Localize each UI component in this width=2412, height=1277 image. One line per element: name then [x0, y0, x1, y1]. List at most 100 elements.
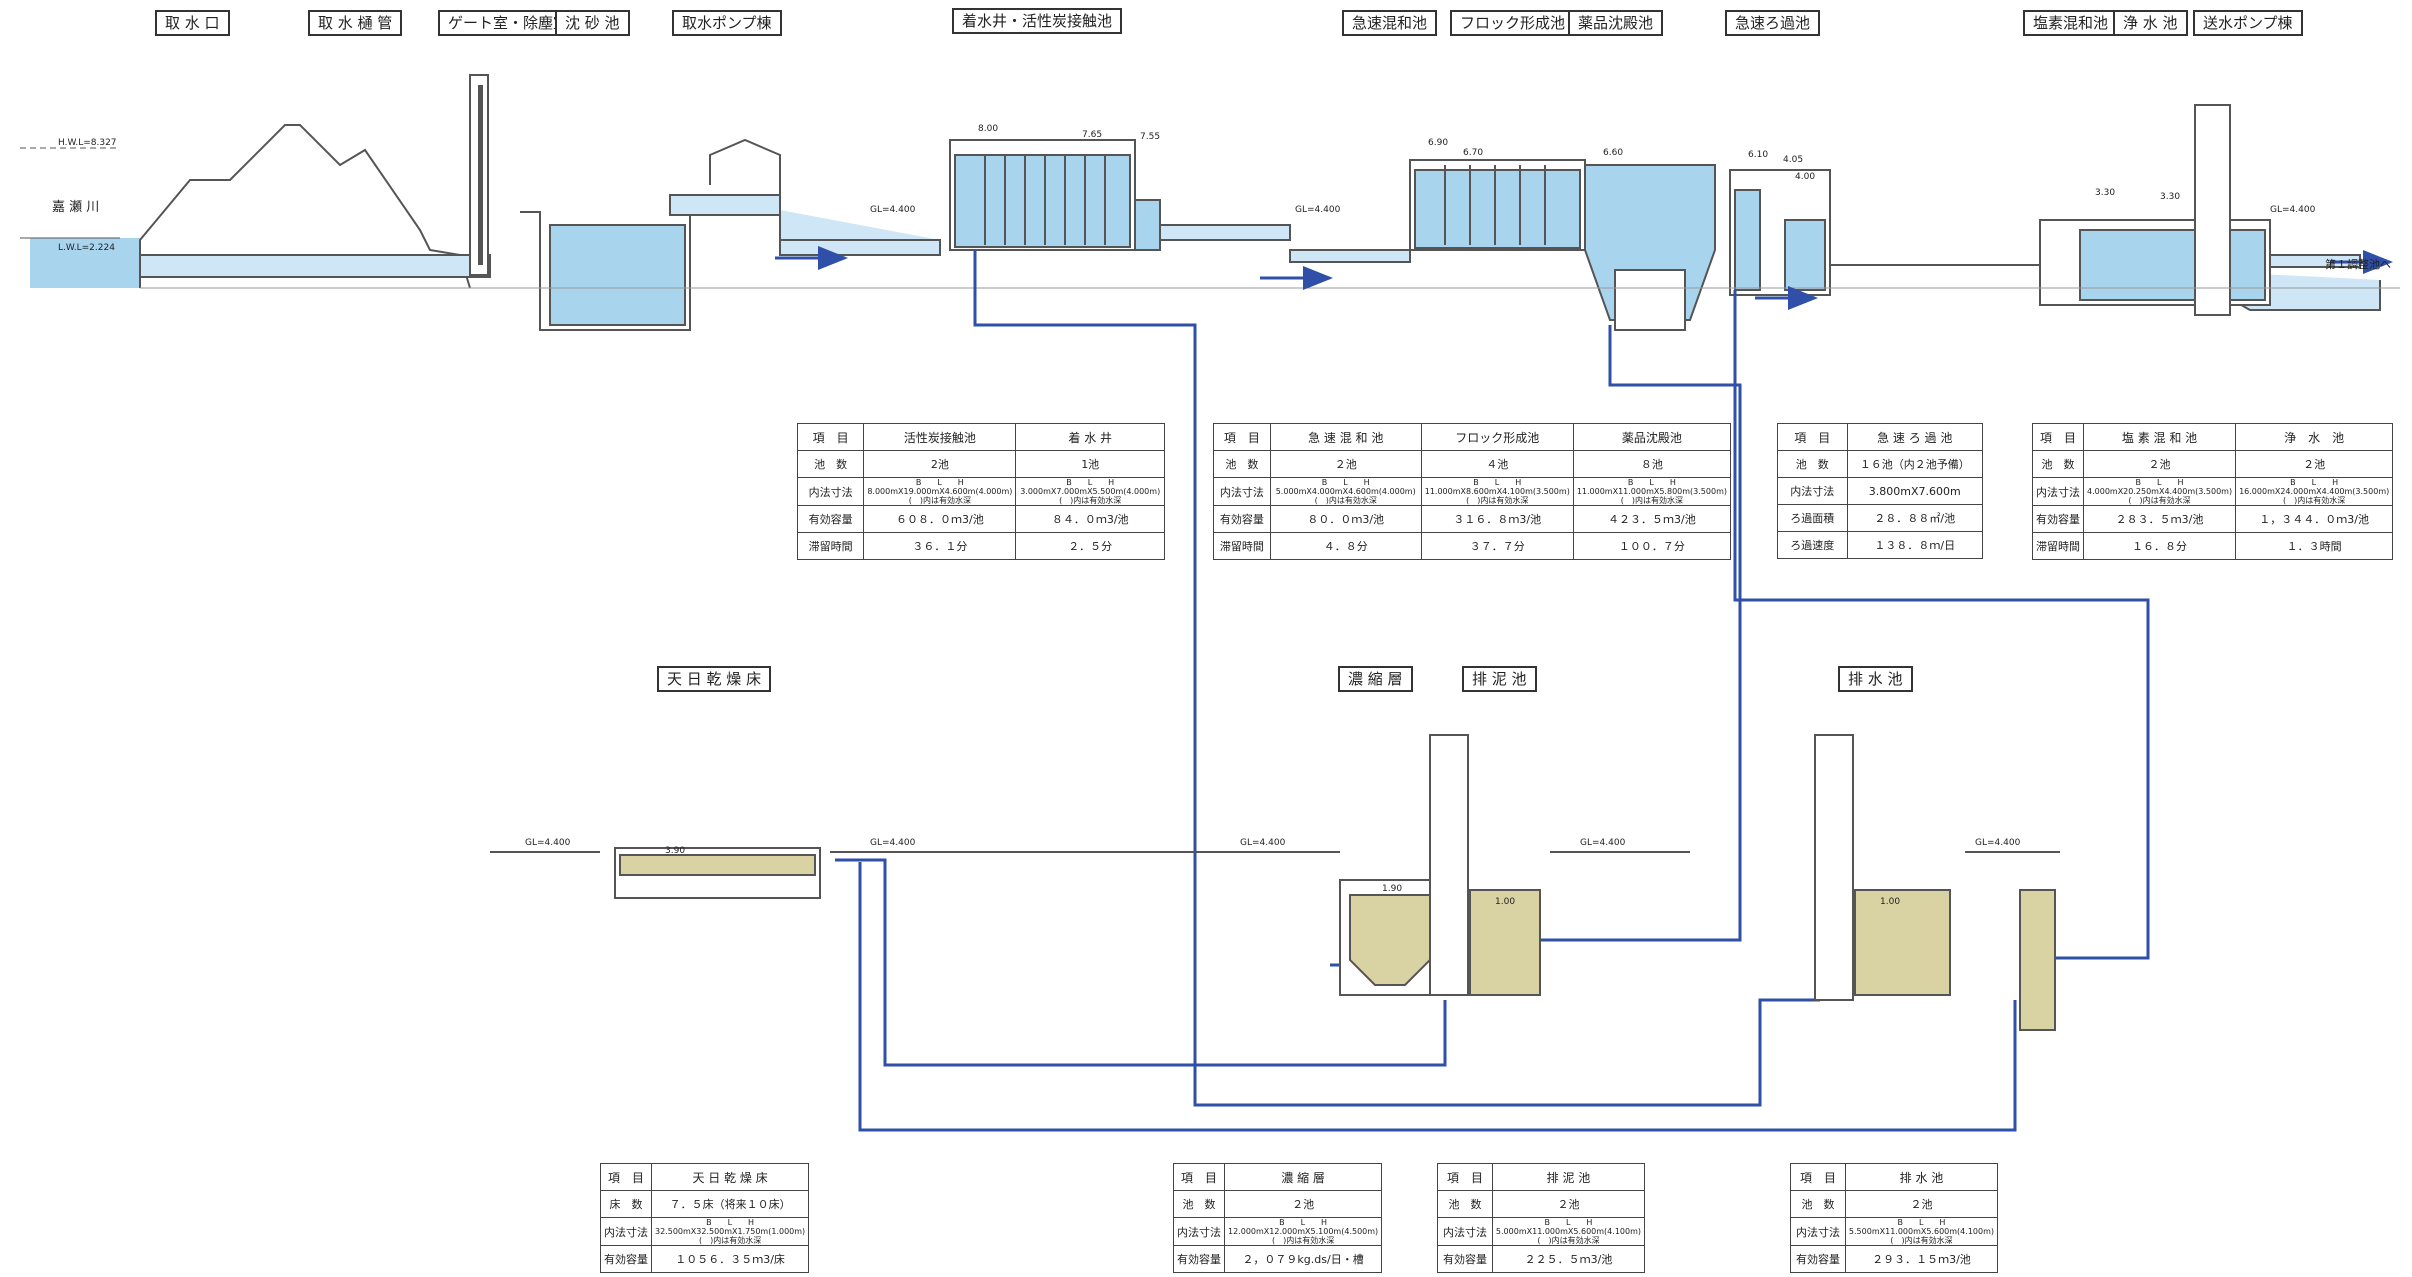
label-rapid-mixing: 急速混和池 — [1342, 10, 1438, 36]
levee — [139, 124, 471, 289]
table-cell: 薬品沈殿池 — [1572, 423, 1732, 451]
table-cell: ３７．７分 — [1420, 532, 1574, 560]
row-label-cell: 項 目 — [600, 1163, 652, 1191]
table-cell: １３８．８ｍ/日 — [1846, 531, 1983, 559]
upper-process-profile — [20, 74, 2400, 331]
table-cell: B L H 4.000mX20.250mX4.400m(3.500m) ( )内… — [2082, 477, 2237, 506]
table-cell: B L H 3.000mX7.000mX5.500m(4.000m) ( )内は… — [1015, 477, 1165, 506]
table-cell: 活性炭接触池 — [863, 423, 1017, 451]
table-cell: 排 泥 池 — [1491, 1163, 1646, 1191]
row-label-cell: 有効容量 — [2032, 505, 2084, 533]
table-cell: 浄 水 池 — [2235, 423, 2394, 451]
row-label-cell: 池 数 — [1790, 1190, 1846, 1218]
intake-conduit — [139, 254, 491, 278]
row-label-cell: 有効容量 — [1173, 1245, 1225, 1273]
gl-label: GL=4.400 — [870, 838, 916, 848]
table-cell: ３６．１分 — [863, 532, 1017, 560]
table-cell: １６．８分 — [2082, 532, 2237, 560]
label-sedimentation: 沈 砂 池 — [555, 10, 630, 36]
table-cell: ２，０７９kg.ds/日・槽 — [1223, 1245, 1383, 1273]
table-cell: ４２３．５ｍ3/池 — [1572, 505, 1732, 533]
river-name: 嘉 瀬 川 — [52, 200, 100, 215]
gl-label: GL=4.400 — [1580, 838, 1626, 848]
table-cell: ３１６．８ｍ3/池 — [1420, 505, 1574, 533]
drainage-tower — [1814, 734, 1854, 1001]
table-cell: ６０８．０ｍ3/池 — [863, 505, 1017, 533]
row-label-cell: 池 数 — [796, 450, 865, 478]
table-cell: １．３時間 — [2235, 532, 2394, 560]
gl-label: GL=4.400 — [1975, 838, 2021, 848]
table-cell: ８池 — [1572, 450, 1732, 478]
row-label-cell: 項 目 — [1790, 1163, 1846, 1191]
table-cell: B L H 8.000mX19.000mX4.600m(4.000m) ( )内… — [863, 477, 1017, 506]
label-flocculation: フロック形成池 — [1450, 10, 1576, 36]
row-label-cell: 有効容量 — [796, 505, 865, 533]
label-sludge-basin: 排 泥 池 — [1462, 666, 1537, 692]
level-label: 7.55 — [1140, 132, 1161, 142]
label-intake: 取 水 口 — [155, 10, 230, 36]
intake-pump-building — [709, 138, 781, 200]
lower-facilities — [490, 734, 2060, 1031]
table-cell: １０５６．３５ｍ3/床 — [650, 1245, 810, 1273]
level-label: 3.90 — [665, 846, 686, 856]
table-header-row: 項 目天 日 乾 燥 床 — [600, 1163, 810, 1191]
table-cell: ４．８分 — [1269, 532, 1422, 560]
label-thickener: 濃 縮 層 — [1338, 666, 1413, 692]
table-header-row: 項 目排 泥 池 — [1437, 1163, 1646, 1191]
table-cell: ２池 — [1269, 450, 1422, 478]
row-label-cell: 項 目 — [1437, 1163, 1493, 1191]
level-label: 3.30 — [2095, 188, 2116, 198]
table-cell: ２．５分 — [1015, 532, 1165, 560]
level-label: 3.30 — [2160, 192, 2181, 202]
row-label-cell: ろ過速度 — [1777, 531, 1848, 559]
level-label: 6.10 — [1748, 150, 1769, 160]
level-label: 4.00 — [1795, 172, 1816, 182]
label-clear-well: 浄 水 池 — [2113, 10, 2188, 36]
table-cell: ７．５床（将来１０床） — [650, 1190, 810, 1218]
table-cell: ２池 — [1844, 1190, 1999, 1218]
row-label-cell: 池 数 — [1777, 450, 1848, 478]
table-cell: B L H 11.000mX8.600mX4.100m(3.500m) ( )内… — [1420, 477, 1574, 506]
row-label-cell: 有効容量 — [1437, 1245, 1493, 1273]
table-cell: B L H 32.500mX32.500mX1.750m(1.000m) ( )… — [650, 1217, 810, 1246]
level-label: 1.00 — [1880, 897, 1901, 907]
table-cell: B L H 12.000mX12.000mX5.100m(4.500m) ( )… — [1223, 1217, 1383, 1246]
table-cell: 急 速 混 和 池 — [1269, 423, 1422, 451]
table-cell: B L H 5.000mX11.000mX5.600m(4.100m) ( )内… — [1491, 1217, 1646, 1246]
level-label: 1.90 — [1382, 884, 1403, 894]
table-cell: 急 速 ろ 過 池 — [1846, 423, 1983, 451]
table-cell: １００．７分 — [1572, 532, 1732, 560]
table-header-row: 項 目濃 縮 層 — [1173, 1163, 1383, 1191]
table-cell: ８０．０ｍ3/池 — [1269, 505, 1422, 533]
table-cell: ２２５．５ｍ3/池 — [1491, 1245, 1646, 1273]
label-intake-pump: 取水ポンプ棟 — [672, 10, 782, 36]
row-label-cell: 滞留時間 — [796, 532, 865, 560]
level-label: 8.00 — [978, 124, 999, 134]
row-label-cell: 池 数 — [2032, 450, 2084, 478]
table-cell: ２池 — [1223, 1190, 1383, 1218]
transmission-pump-tower — [2194, 104, 2231, 316]
